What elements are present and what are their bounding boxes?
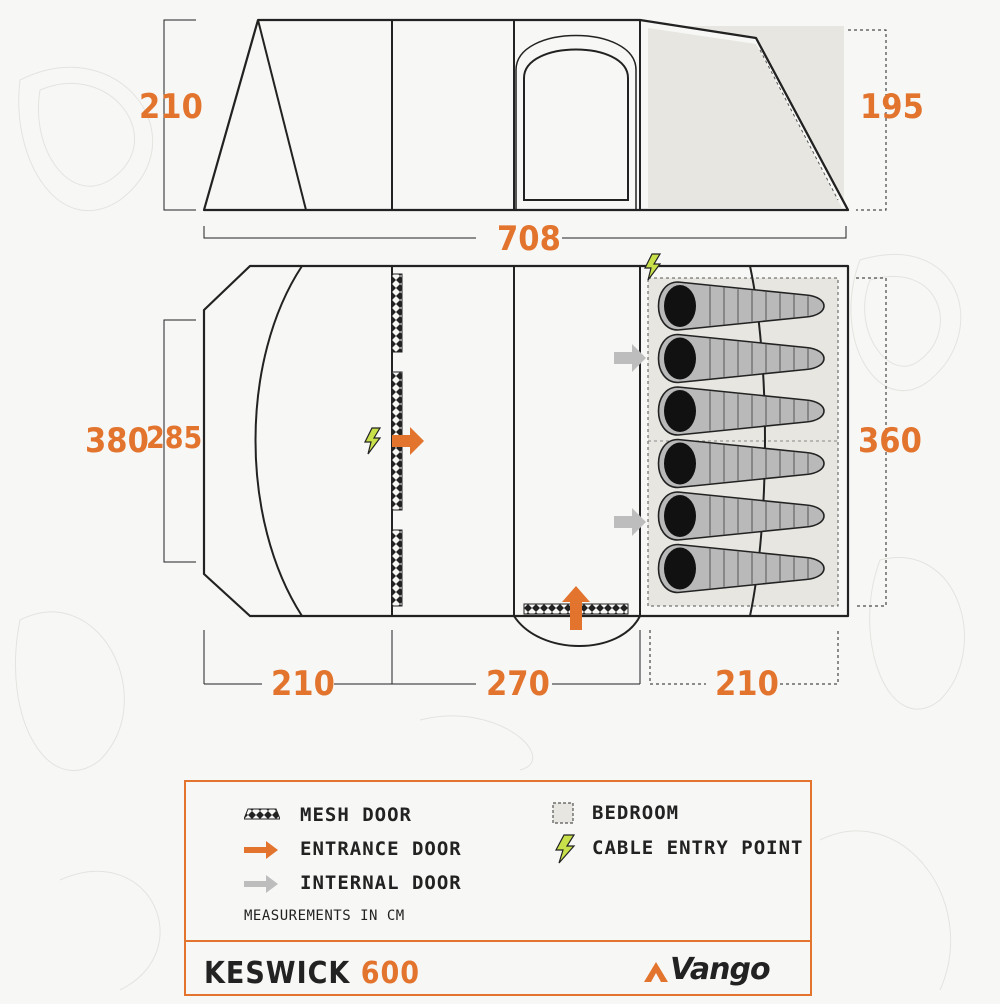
vango-logo-icon [644, 962, 668, 982]
legend-units-note: MEASUREMENTS IN CM [244, 908, 405, 924]
topographic-background [15, 66, 965, 991]
sleeping-bag [657, 281, 825, 331]
legend-panel: MESH DOOR ENTRANCE DOOR INTERNAL DOOR BE… [184, 780, 812, 996]
dim-bedroom-width: 360 [858, 421, 922, 461]
brand-name: Vango [670, 952, 771, 987]
legend-bedroom: BEDROOM [592, 802, 680, 824]
mesh-door-icon [244, 808, 280, 820]
sleeping-bag [657, 386, 825, 436]
dim-length-living: 270 [486, 664, 550, 704]
legend-internal-door: INTERNAL DOOR [300, 872, 462, 894]
model-name-text: KESWICK [204, 956, 351, 991]
dim-height-front: 210 [139, 87, 203, 127]
plan-entrance-arrow-side [392, 427, 424, 455]
side-window [523, 48, 629, 201]
entrance-arrow-icon [244, 841, 278, 859]
plan-mesh-door-3 [391, 529, 403, 607]
plan-cable-bolt-1 [364, 427, 382, 455]
side-elevation [163, 18, 887, 239]
bedroom-swatch-icon [552, 802, 574, 824]
sleeping-bag [657, 491, 825, 541]
sleeping-bag [657, 333, 825, 384]
internal-arrow-icon [244, 875, 278, 893]
model-number: 600 [360, 956, 421, 991]
sleeping-bag [657, 438, 825, 489]
plan-internal-arrow-2 [614, 508, 646, 536]
legend-cable-entry: CABLE ENTRY POINT [592, 837, 804, 859]
dim-width-outer: 380 [85, 421, 149, 461]
dim-width-inner: 285 [146, 421, 203, 456]
cable-bolt-icon [555, 834, 576, 864]
sleeping-bag [657, 543, 825, 594]
legend-separator [186, 940, 810, 942]
legend-entrance-door: ENTRANCE DOOR [300, 838, 462, 860]
dim-length-bedroom: 210 [715, 664, 779, 704]
plan-entrance-arrow-front [562, 586, 590, 630]
dim-total-length: 708 [497, 219, 561, 259]
model-name: KESWICK 600 [204, 956, 420, 991]
plan-outline [202, 264, 850, 618]
dim-length-porch: 210 [271, 664, 335, 704]
legend-mesh-door: MESH DOOR [300, 804, 412, 826]
plan-cable-bolt-2 [644, 253, 662, 281]
plan-view [163, 253, 887, 685]
plan-internal-arrow-1 [614, 344, 646, 372]
plan-mesh-door-1 [391, 273, 403, 353]
sleeping-bags [657, 281, 825, 594]
dim-height-rear: 195 [860, 87, 924, 127]
